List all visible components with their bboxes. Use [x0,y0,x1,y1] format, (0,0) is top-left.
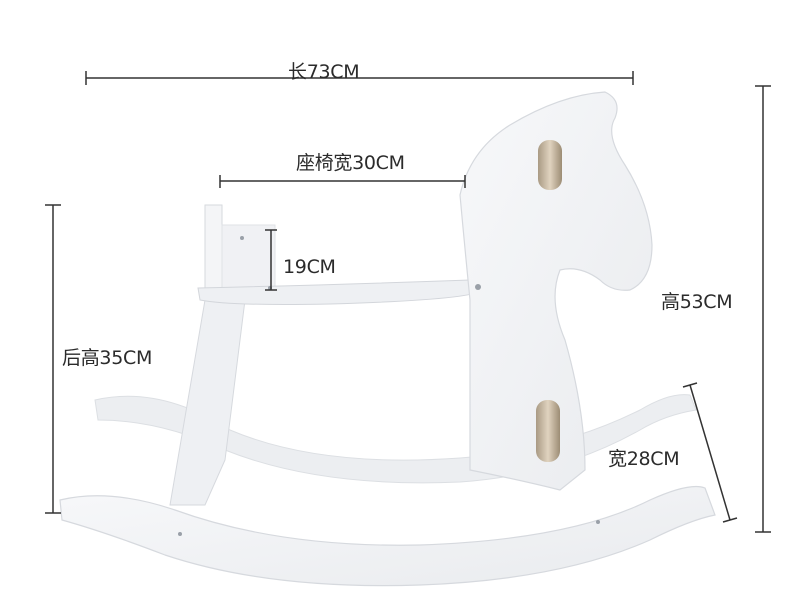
backrest-side [221,224,276,291]
backrest [204,204,223,291]
screw-hole [178,532,182,536]
front-rocker [59,485,716,587]
screw-hole [240,236,244,240]
length-label: 长73CM [288,61,360,83]
screw-hole [475,284,481,290]
foot-rod [536,400,560,462]
upper-handle [538,140,562,190]
seat-width-label: 座椅宽30CM [296,152,405,174]
rear-height-dimension-line [45,204,61,514]
total-height-label: 高53CM [661,291,733,313]
width-label: 宽28CM [608,448,680,470]
backrest-height-dimension-line [265,229,277,291]
seat-width-dimension-line [219,175,466,188]
height-dimension-line [755,85,771,533]
rear-leg [169,299,246,506]
backrest-height-label: 19CM [283,256,336,278]
length-dimension-line [85,71,634,85]
screw-hole [596,520,600,524]
width-dimension-line [682,382,738,523]
horse-head [459,91,653,491]
rear-height-label: 后高35CM [62,347,153,369]
